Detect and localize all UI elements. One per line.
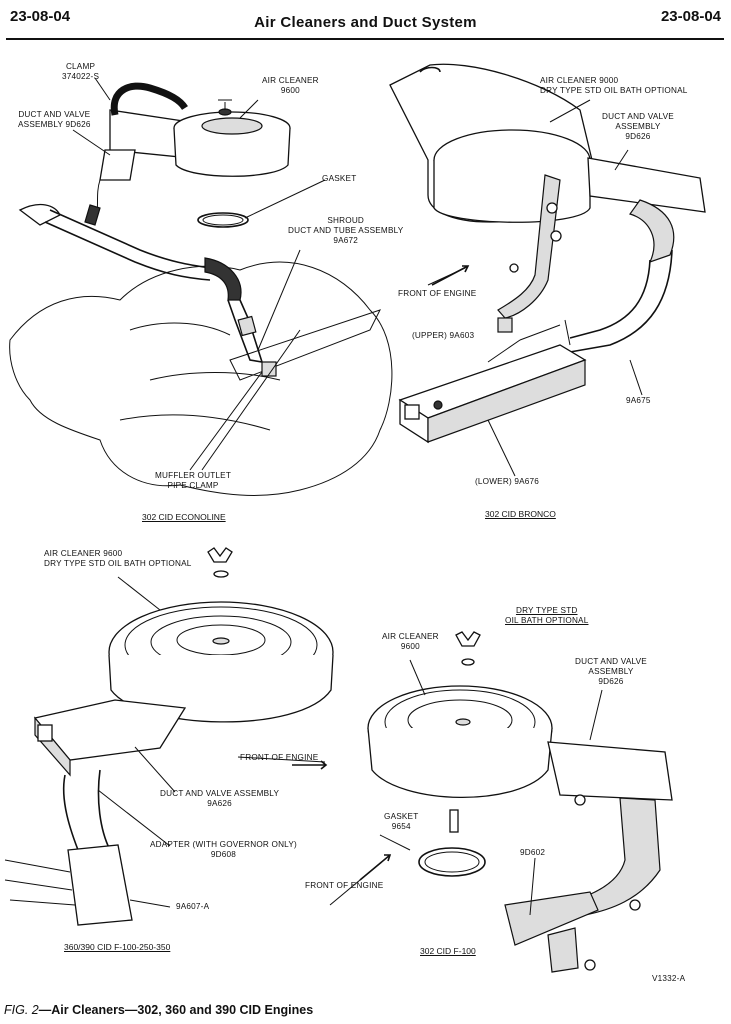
label-econoline-gasket: GASKET (322, 174, 357, 183)
label-9a675: 9A675 (626, 396, 651, 405)
front-arrows (292, 265, 470, 881)
f100-350-illustration (4, 547, 334, 926)
label-lower: (LOWER) 9A676 (475, 477, 540, 486)
page-title: Air Cleaners and Duct System (254, 14, 477, 31)
label-f100-front: FRONT OF ENGINE (305, 881, 384, 890)
label-bronco-front: FRONT OF ENGINE (398, 289, 477, 298)
caption-bronco: 302 CID BRONCO (485, 509, 556, 519)
caption-econoline: 302 CID ECONOLINE (142, 512, 226, 522)
figure-caption: FIG. 2—Air Cleaners—302, 360 and 390 CID… (4, 1003, 313, 1017)
label-f350-front: FRONT OF ENGINE (240, 753, 319, 762)
label-9a607: 9A607-A (176, 902, 210, 911)
econoline-illustration (9, 77, 393, 496)
f100-illustration (329, 631, 673, 973)
caption-f100: 302 CID F-100 (420, 946, 476, 956)
caption-f100-350: 360/390 CID F-100-250-350 (64, 942, 171, 952)
figure-ref-code: V1332-A (652, 974, 686, 983)
figure-caption-text: —Air Cleaners—302, 360 and 390 CID Engin… (38, 1003, 314, 1017)
label-9d602: 9D602 (520, 848, 546, 857)
page-number-left: 23-08-04 (10, 8, 71, 25)
label-adapter: ADAPTER (WITH GOVERNOR ONLY)9D608 (150, 840, 297, 859)
page-number-right: 23-08-04 (660, 8, 721, 25)
figure-number: FIG. 2 (4, 1003, 39, 1017)
label-upper: (UPPER) 9A603 (412, 331, 475, 340)
bronco-illustration (389, 63, 706, 477)
header-rule (6, 38, 724, 40)
